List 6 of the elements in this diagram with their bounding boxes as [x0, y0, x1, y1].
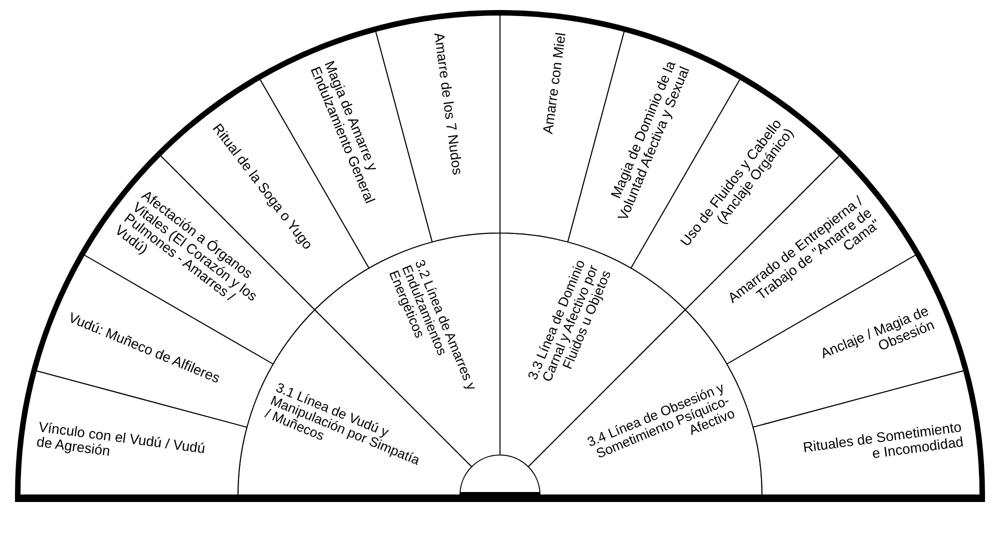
sector-label: Amarre de los 7 Nudos: [432, 32, 468, 178]
sector-label: Vínculo con el Vudú / Vudú de Agresión: [36, 420, 206, 461]
sector-label: Rituales de Sometimiento e Incomodidad: [800, 420, 964, 464]
sector-label: Amarre con Miel: [538, 32, 568, 138]
chart-sector: [375, 14, 500, 242]
chart-sector: [752, 370, 980, 496]
